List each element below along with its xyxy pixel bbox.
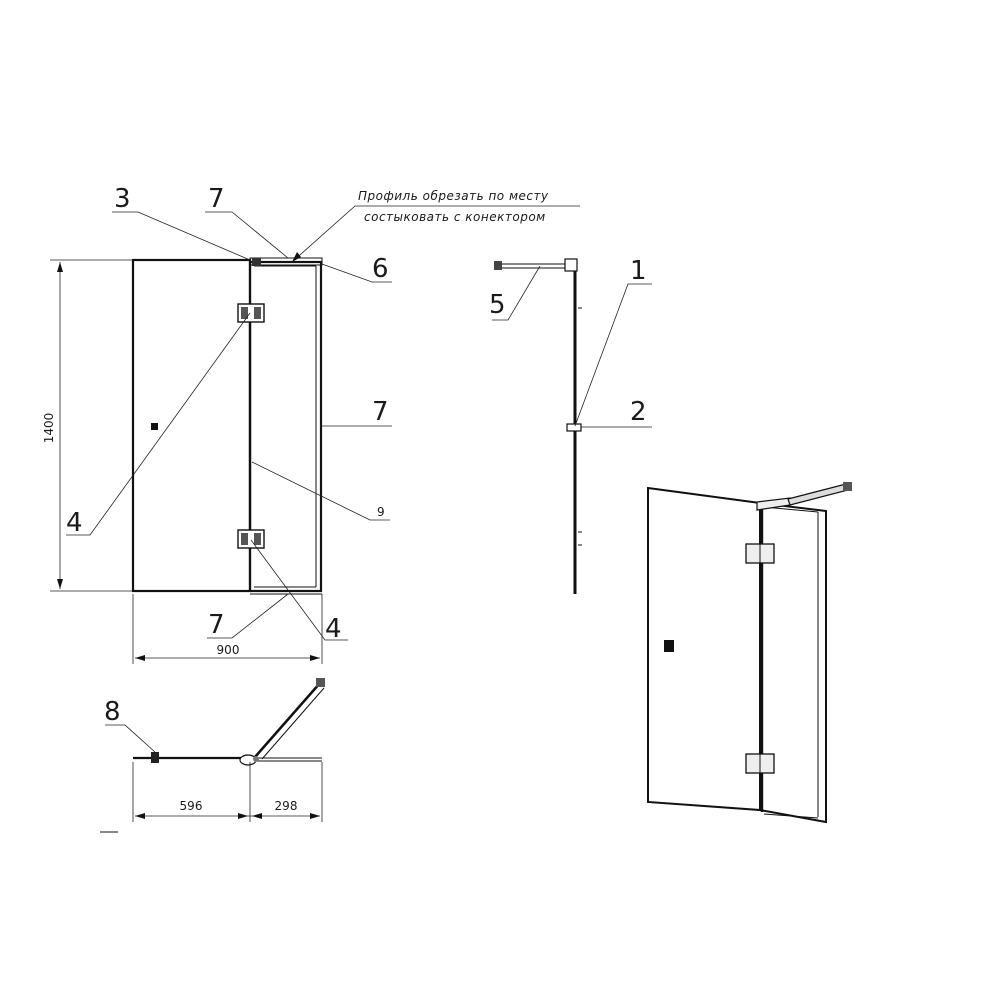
front-view: 1400 900 3 7 Профиль обрезать по месту с… [42,184,580,664]
dimension-width-label: 900 [217,643,240,657]
dimension-height-label: 1400 [42,413,56,444]
label-7-bottom: 7 [208,610,225,640]
side-view: 5 1 2 [489,256,652,594]
label-4-bottom: 4 [325,614,342,644]
iso-support-bar [787,483,849,506]
plan-view: 8 596 298 [100,678,325,833]
label-6: 6 [372,254,389,284]
label-7-top: 7 [208,184,225,214]
label-8: 8 [104,697,121,727]
iso-hinge-bottom [745,753,775,774]
label-9: 9 [377,505,385,519]
dimension-height: 1400 [42,259,133,592]
label-3: 3 [114,184,131,214]
note-line-1: Профиль обрезать по месту [358,189,549,203]
top-connector [252,258,261,266]
label-2: 2 [630,397,647,427]
door-knob [151,423,158,430]
top-profile [249,257,323,266]
dimension-width: 900 [132,594,323,664]
label-1: 1 [630,256,647,286]
side-knob [566,423,582,432]
note-line-2: состыковать с конектором [364,210,546,224]
dimension-plan-left-label: 596 [180,799,203,813]
plan-knob [151,752,159,763]
iso-door-glass [759,501,827,824]
isometric-view [647,482,852,824]
plan-open-door [254,682,321,758]
fixed-glass-panel [131,258,252,593]
hinge-top [237,303,265,323]
iso-knob [664,640,674,652]
label-5: 5 [489,290,506,320]
label-4-left: 4 [66,508,83,538]
hinge-bottom [237,529,265,549]
label-7-right: 7 [372,397,389,427]
iso-hinge-top [745,543,775,564]
dimension-plan-right-label: 298 [275,799,298,813]
